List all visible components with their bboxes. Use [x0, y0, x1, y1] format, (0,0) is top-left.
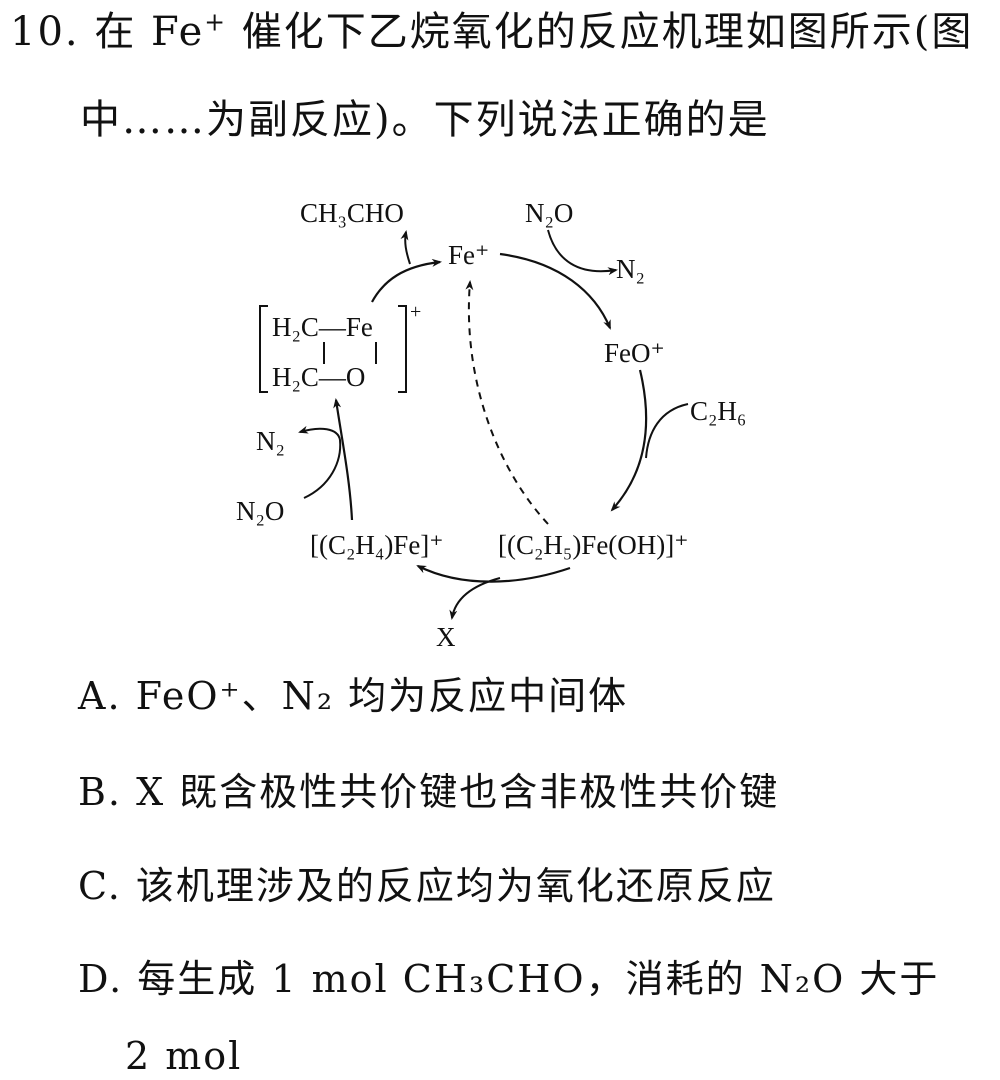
option-b[interactable]: B. X 既含极性共价键也含非极性共价键 — [78, 770, 780, 814]
ring-bottom-row: H₂C—O — [272, 362, 365, 392]
arrow-c2h5feoh-to-c2h4fe — [416, 565, 571, 583]
label-n2o-top: N₂O — [525, 198, 573, 228]
ring-intermediate: H₂C—Fe H₂C—O + — [259, 301, 421, 393]
arrow-x-out — [449, 577, 501, 620]
label-n2-top: N₂ — [616, 254, 645, 284]
ring-top-row: H₂C—Fe — [272, 312, 373, 342]
arrow-n2o-to-n2 — [547, 229, 618, 276]
ring-charge: + — [410, 301, 421, 323]
option-a[interactable]: A. FeO⁺、N₂ 均为反应中间体 — [78, 674, 629, 718]
question-text-post: 催化下乙烷氧化的反应机理如图所示(图 — [241, 9, 974, 55]
label-n2o-left: N₂O — [236, 496, 284, 526]
label-c2h6: C₂H₆ — [690, 396, 746, 426]
option-d-continued: 2 mol — [125, 1034, 243, 1078]
option-d[interactable]: D. 每生成 1 mol CH₃CHO，消耗的 N₂O 大于 — [78, 957, 940, 1001]
label-fe-plus: Fe⁺ — [448, 240, 489, 270]
label-feo-plus: FeO⁺ — [604, 338, 665, 368]
label-c2h5feoh: [(C₂H₅)Fe(OH)]⁺ — [498, 530, 689, 560]
label-n2-left: N₂ — [256, 426, 285, 456]
question-text-pre: 在 Fe — [94, 9, 205, 55]
label-ch3cho: CH₃CHO — [300, 198, 404, 228]
arrow-c2h6-in — [645, 403, 689, 459]
arrow-feo-to-c2h5feoh — [610, 369, 648, 512]
question-sup: + — [204, 7, 228, 37]
question-line-2: 中……为副反应)。下列说法正确的是 — [80, 97, 770, 143]
question-number: 10. — [10, 9, 80, 55]
arrow-side-reaction-dashed — [465, 280, 549, 525]
arrow-ch3cho-out — [400, 230, 411, 265]
label-c2h4fe: [(C₂H₄)Fe]⁺ — [310, 530, 444, 560]
arrow-fe-to-feo — [499, 252, 612, 330]
arrow-ring-to-fe — [371, 258, 442, 303]
arrow-c2h4fe-to-ring — [333, 398, 354, 521]
question-line-1: 10. 在 Fe+ 催化下乙烷氧化的反应机理如图所示(图 — [10, 8, 973, 56]
option-c[interactable]: C. 该机理涉及的反应均为氧化还原反应 — [78, 864, 776, 908]
arrow-n2o-to-n2-left — [298, 425, 342, 499]
label-x: X — [436, 622, 456, 652]
